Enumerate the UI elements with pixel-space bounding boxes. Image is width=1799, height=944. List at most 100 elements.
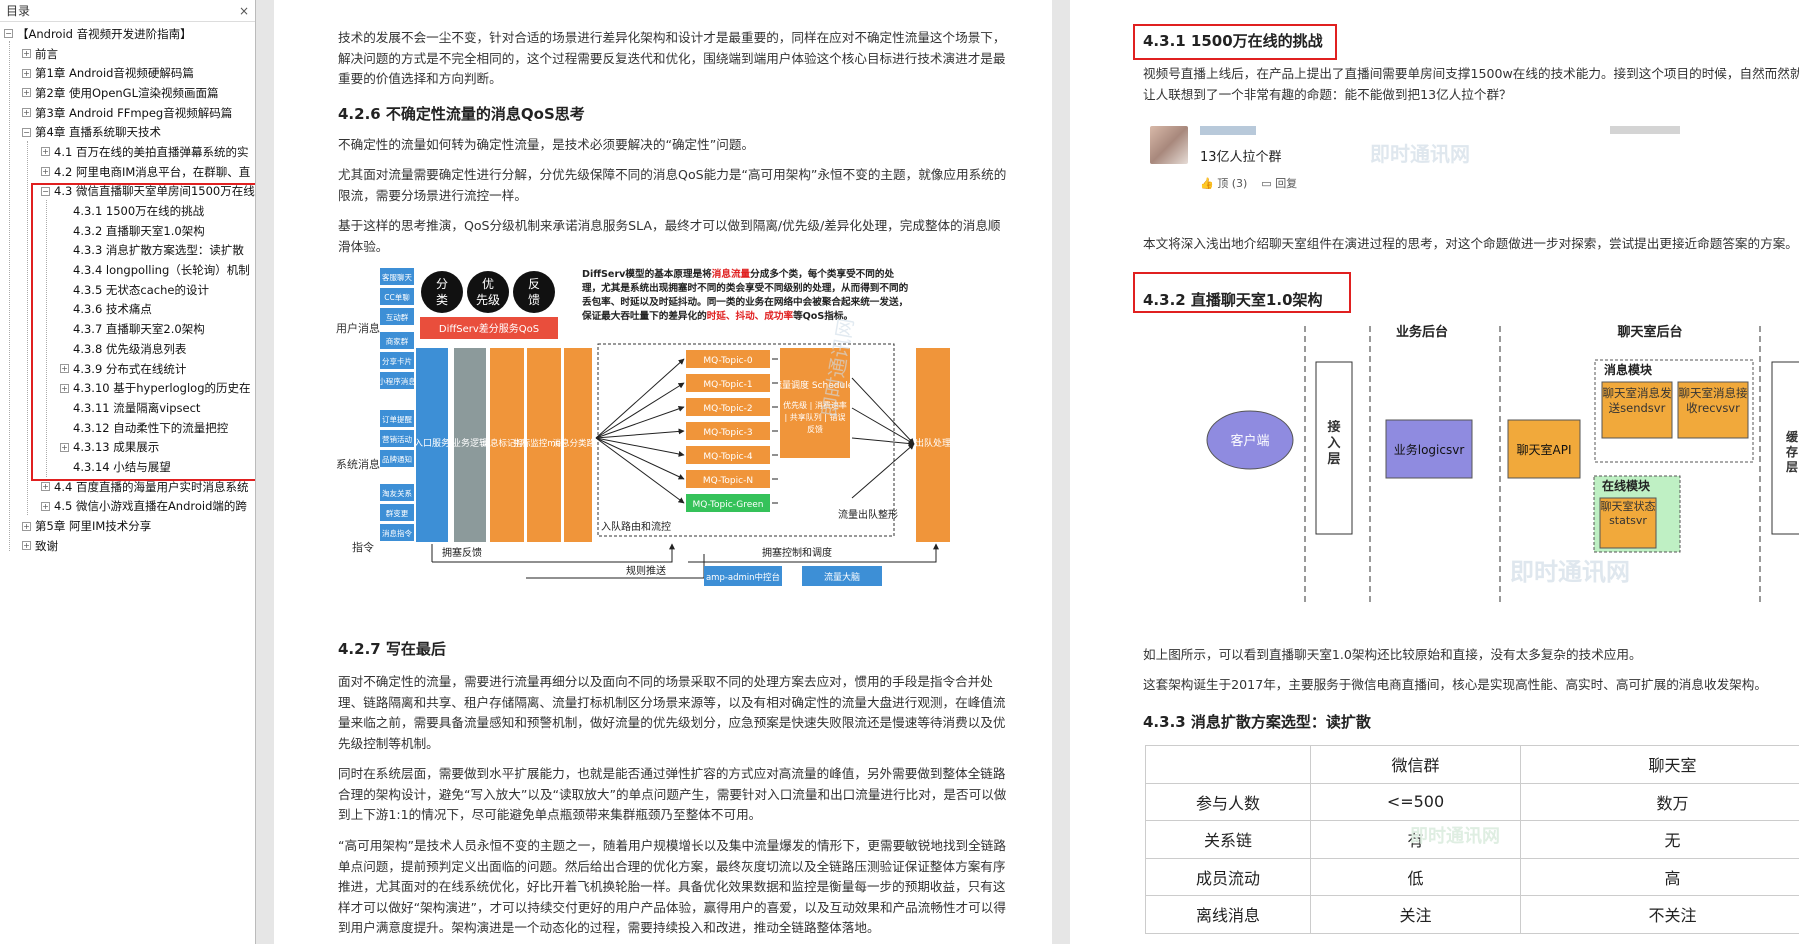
- close-icon[interactable]: ×: [238, 3, 249, 18]
- toc-item[interactable]: 4.3.11 流量隔离vipsect: [0, 398, 255, 418]
- tree-guide-line: [27, 141, 28, 515]
- client-label: 客户端: [1230, 433, 1269, 449]
- toc-item[interactable]: 4.3.3 消息扩散方案选型：读扩散: [0, 241, 255, 261]
- table-cell: 数万: [1520, 782, 1799, 821]
- msg-tag-box: [380, 484, 414, 501]
- toc-item[interactable]: 4.3.7 直播聊天室2.0架构: [0, 319, 255, 339]
- toc-item[interactable]: −第4章 直播系统聊天技术: [0, 122, 255, 142]
- access-layer-box: [1315, 361, 1353, 535]
- paragraph: 视频号直播上线后，在产品上提出了直播间需要单房间支撑1500w在线的技术能力。接…: [1143, 66, 1799, 102]
- access-layer-label: 接入层: [1327, 420, 1341, 467]
- congestion-feedback-label: 拥塞反馈: [442, 546, 482, 559]
- expand-icon[interactable]: +: [22, 108, 31, 118]
- expand-icon[interactable]: +: [60, 364, 69, 374]
- mq-topic-label: MQ-Topic-1: [703, 380, 752, 390]
- statsvr-box: [1599, 497, 1657, 549]
- reply-button[interactable]: ▭ 回复: [1261, 175, 1297, 191]
- tree-guide-line: [9, 41, 10, 551]
- toc-item[interactable]: 4.3.8 优先级消息列表: [0, 339, 255, 359]
- expand-icon[interactable]: +: [41, 147, 50, 157]
- toc-item[interactable]: +致谢: [0, 536, 255, 556]
- expand-icon[interactable]: +: [41, 167, 50, 177]
- toc-title: 目录: [6, 4, 31, 18]
- toc-header: 目录 ×: [0, 0, 255, 22]
- mq-topic-label: MQ-Topic-2: [703, 404, 752, 414]
- expand-icon[interactable]: +: [22, 88, 31, 98]
- toc-item[interactable]: 4.3.14 小结与展望: [0, 457, 255, 477]
- document-page-left: 技术的发展不会一尘不变，针对合适的场景进行差异化架构和设计才是最重要的，同样在应…: [274, 0, 1052, 944]
- toc-item[interactable]: −【Android 音视频开发进阶指南】: [0, 24, 255, 44]
- svg-text:类: 类: [436, 293, 448, 307]
- mq-topic-box: [686, 494, 770, 512]
- qos-bar-label: DiffServ差分服务QoS: [439, 322, 539, 335]
- toc-item-label: 4.4 百度直播的海量用户实时消息系统: [54, 479, 249, 494]
- diffserv-qos-diagram: 用户消息 系统消息 指令 客服聊天CC单聊互动群商家群分享卡片小程序消息订单提醒…: [336, 268, 951, 586]
- mq-topic-box: [686, 398, 770, 416]
- mq-topic-box: [686, 350, 770, 368]
- mq-topic-label: MQ-Topic-4: [703, 452, 752, 462]
- toc-item[interactable]: +前言: [0, 44, 255, 64]
- chatroom-api-label: 聊天室API: [1517, 442, 1572, 457]
- msg-tag-box: [380, 268, 414, 285]
- msg-tag-label: 群变更: [386, 508, 409, 518]
- heading-4-2-7: 4.2.7 写在最后: [338, 640, 446, 658]
- col-tag-label: 消息标记打标: [481, 438, 533, 449]
- toc-item-label: 第3章 Android FFmpeg音视频解码篇: [35, 105, 233, 120]
- svg-text:分: 分: [436, 277, 448, 291]
- collapse-icon[interactable]: −: [4, 29, 13, 39]
- col-routing: [564, 348, 592, 542]
- toc-item[interactable]: 4.3.2 直播聊天室1.0架构: [0, 221, 255, 241]
- toc-item[interactable]: +4.3.10 基于hyperloglog的历史在: [0, 378, 255, 398]
- toc-item[interactable]: 4.3.5 无状态cache的设计: [0, 280, 255, 300]
- toc-item[interactable]: 4.3.6 技术痛点: [0, 300, 255, 320]
- col-business-logic: [454, 348, 486, 542]
- table-cell: 参与人数: [1145, 782, 1311, 821]
- collapse-icon[interactable]: −: [22, 127, 31, 137]
- collapse-icon[interactable]: −: [41, 186, 50, 196]
- expand-icon[interactable]: +: [60, 383, 69, 393]
- msg-tag-label: 互动群: [386, 312, 409, 322]
- route-arrow: [595, 437, 685, 457]
- toc-item-label: 4.3.6 技术痛点: [73, 302, 152, 317]
- expand-icon[interactable]: +: [60, 442, 69, 452]
- toc-item[interactable]: + 第3章 Android FFmpeg音视频解码篇: [0, 103, 255, 123]
- online-module-label: 在线模块: [1602, 478, 1651, 493]
- msg-tag-label: 订单提醒: [382, 414, 412, 424]
- like-button[interactable]: 👍 顶 (3): [1200, 175, 1247, 191]
- toc-item[interactable]: +4.5 微信小游戏直播在Android端的跨: [0, 497, 255, 517]
- expand-icon[interactable]: +: [22, 49, 31, 59]
- avatar: [1150, 126, 1188, 164]
- toc-item[interactable]: +第5章 阿里IM技术分享: [0, 516, 255, 536]
- toc-item[interactable]: +4.1 百万在线的美拍直播弹幕系统的实: [0, 142, 255, 162]
- expand-icon[interactable]: +: [22, 541, 31, 551]
- expand-icon[interactable]: +: [22, 521, 31, 531]
- toc-item[interactable]: +第2章 使用OpenGL渲染视频画面篇: [0, 83, 255, 103]
- toc-item[interactable]: +4.2 阿里电商IM消息平台，在群聊、直: [0, 162, 255, 182]
- amp-admin-label: amp-admin中控台: [706, 572, 780, 583]
- toc-item[interactable]: 4.3.12 自动柔性下的流量把控: [0, 418, 255, 438]
- toc-item[interactable]: 4.3.4 longpolling（长轮询）机制: [0, 260, 255, 280]
- toc-item[interactable]: +4.3.13 成果展示: [0, 437, 255, 457]
- expand-icon[interactable]: +: [41, 501, 50, 511]
- toc-item[interactable]: +4.4 百度直播的海量用户实时消息系统: [0, 477, 255, 497]
- watermark: 即时通讯网: [1370, 142, 1470, 166]
- toc-item-label: 4.3.11 流量隔离vipsect: [73, 400, 201, 415]
- tree-guide-line: [46, 200, 47, 477]
- col-exit-label: 出队处理: [915, 437, 951, 449]
- scheduler-box: [780, 348, 850, 458]
- col-tagging: [490, 348, 524, 542]
- document-page-right: 4.3.1 1500万在线的挑战 视频号直播上线后，在产品上提出了直播间需要单房…: [1070, 0, 1799, 944]
- toc-item[interactable]: +4.3.9 分布式在线统计: [0, 359, 255, 379]
- expand-icon[interactable]: +: [41, 482, 50, 492]
- msg-tag-box: [380, 288, 414, 305]
- expand-icon[interactable]: +: [22, 68, 31, 78]
- dequeue-arrow: [851, 407, 915, 445]
- toc-item[interactable]: +第1章 Android音视频硬解码篇: [0, 63, 255, 83]
- recvsvr-label: 聊天室消息接收recvsvr: [1678, 386, 1748, 415]
- toc-item-label: 4.3.14 小结与展望: [73, 459, 171, 474]
- toc-item[interactable]: 4.3.1 1500万在线的挑战: [0, 201, 255, 221]
- svg-text:反: 反: [528, 277, 540, 291]
- paragraph: 面对不确定性的流量，需要进行流量再细分以及面向不同的场景采取不同的处理方案去应对…: [338, 674, 1006, 751]
- toc-item[interactable]: −4.3 微信直播聊天室单房间1500万在线: [0, 182, 255, 202]
- table-cell: 关注: [1310, 895, 1521, 934]
